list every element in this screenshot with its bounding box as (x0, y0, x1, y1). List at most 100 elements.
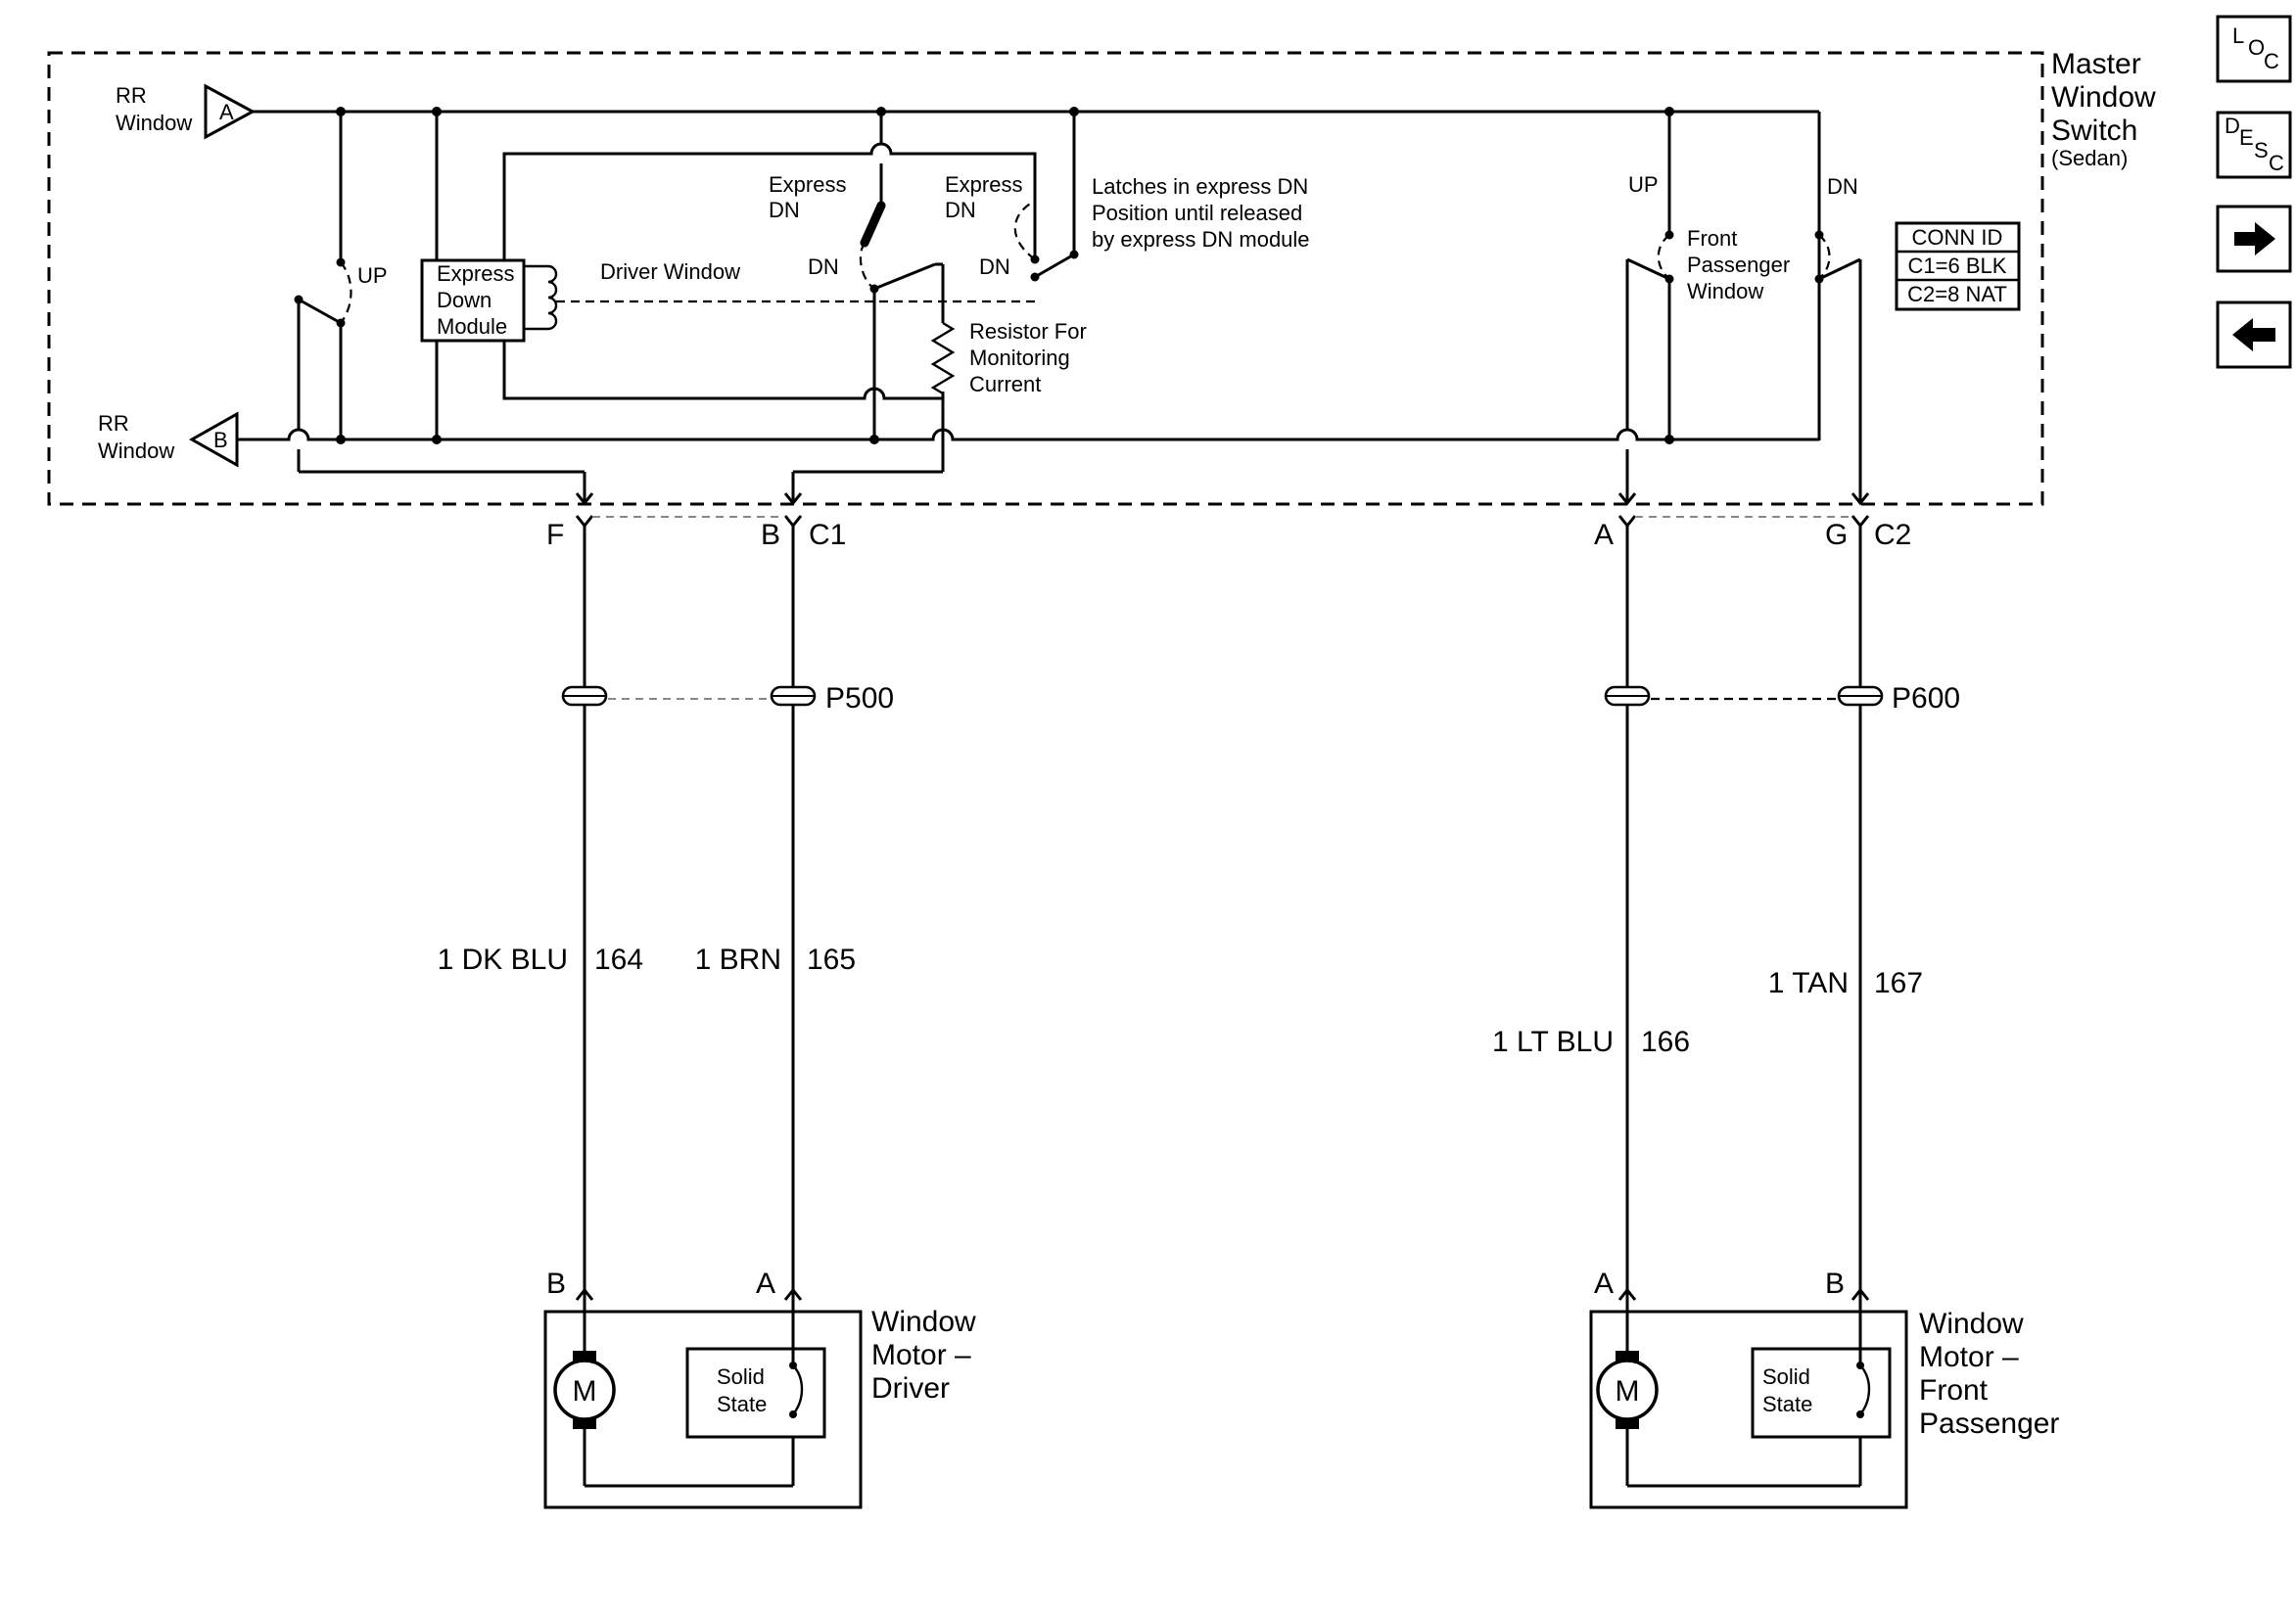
svg-text:RR: RR (116, 83, 147, 108)
svg-text:Motor –: Motor – (871, 1339, 971, 1371)
svg-text:Front: Front (1919, 1374, 1989, 1407)
rr-window-input-b: B RR Window (98, 411, 239, 468)
master-title-line3: Switch (2051, 115, 2137, 147)
svg-text:O: O (2248, 35, 2265, 60)
front-passenger-switch: UP DN Front Passenger Window (1617, 112, 1870, 506)
svg-text:DN: DN (1827, 174, 1858, 199)
connector-c2: A G C2 (1594, 515, 1911, 551)
svg-text:Motor –: Motor – (1919, 1341, 2019, 1373)
svg-text:RR: RR (98, 411, 129, 436)
svg-text:State: State (717, 1392, 767, 1416)
conn-id-table: CONN ID C1=6 BLK C2=8 NAT (1895, 221, 2021, 311)
svg-text:Solid: Solid (1762, 1364, 1810, 1389)
svg-text:M: M (1616, 1375, 1640, 1408)
svg-text:Position until released: Position until released (1092, 201, 1302, 225)
svg-text:Latches in express DN: Latches in express DN (1092, 174, 1308, 199)
prev-page-button[interactable] (2216, 300, 2292, 369)
wire-166-color: 1 LT BLU (1492, 1026, 1614, 1058)
master-subtitle: (Sedan) (2051, 146, 2128, 170)
svg-text:State: State (1762, 1392, 1812, 1416)
svg-text:UP: UP (1628, 172, 1659, 197)
master-title-line1: Master (2051, 48, 2141, 80)
svg-text:Down: Down (437, 288, 492, 312)
wire-166-circuit: 166 (1641, 1026, 1690, 1058)
svg-text:Passenger: Passenger (1687, 253, 1790, 277)
module-bottom-wire (502, 341, 945, 400)
svg-text:B: B (761, 519, 780, 551)
svg-text:Module: Module (437, 314, 507, 339)
svg-text:DN: DN (945, 198, 976, 222)
express-dn-switch-a: Express DN DN (769, 112, 956, 472)
wire-164-circuit: 164 (594, 944, 643, 976)
svg-text:Window: Window (1919, 1308, 2024, 1340)
svg-text:Window: Window (98, 439, 174, 463)
svg-text:L: L (2232, 23, 2244, 48)
wire-165-circuit: 165 (807, 944, 856, 976)
inline-connector-p600: P600 (1604, 682, 1960, 715)
svg-text:Window: Window (116, 111, 192, 135)
loc-button[interactable]: L O C (2216, 15, 2292, 83)
svg-text:Front: Front (1687, 226, 1737, 251)
conn-id-c2: C2=8 NAT (1907, 282, 2007, 306)
latch-note: Latches in express DN Position until rel… (1092, 174, 1310, 252)
harness-wires (583, 526, 1862, 1302)
express-down-module: Express Down Module (420, 258, 558, 343)
svg-text:Driver: Driver (871, 1372, 950, 1405)
desc-button[interactable]: D E S C (2216, 111, 2292, 179)
svg-text:F: F (546, 519, 564, 551)
svg-text:C1: C1 (809, 519, 846, 551)
next-page-button[interactable] (2216, 205, 2292, 273)
svg-text:Window: Window (871, 1306, 976, 1338)
motor-m-symbol: M (573, 1375, 597, 1408)
inline-connector-p500: P500 (561, 682, 894, 715)
svg-text:B: B (213, 428, 228, 452)
resistor-label: Resistor For Monitoring Current (969, 319, 1087, 396)
rr-window-input-a: A RR Window (116, 83, 257, 140)
svg-text:C: C (2264, 49, 2279, 73)
svg-text:Express: Express (437, 261, 514, 286)
svg-text:P500: P500 (825, 682, 894, 715)
svg-text:DN: DN (769, 198, 800, 222)
conn-id-c1: C1=6 BLK (1908, 254, 2007, 278)
master-switch-enclosure (47, 51, 2044, 506)
svg-text:Window: Window (1687, 279, 1763, 303)
svg-text:DN: DN (979, 254, 1010, 279)
svg-text:Express: Express (945, 172, 1022, 197)
svg-text:B: B (1825, 1268, 1845, 1300)
conn-id-title: CONN ID (1912, 225, 2003, 250)
svg-text:Express: Express (769, 172, 846, 197)
window-motor-front-passenger: A B M Solid State Window Motor – Front P… (1589, 1268, 2059, 1509)
svg-text:G: G (1825, 519, 1848, 551)
arrow-right-icon (2234, 222, 2275, 255)
svg-text:E: E (2239, 125, 2254, 150)
svg-text:A: A (1594, 519, 1614, 551)
driver-window-label: Driver Window (600, 259, 740, 284)
svg-text:S: S (2254, 138, 2269, 162)
svg-text:A: A (1594, 1268, 1614, 1300)
svg-text:B: B (546, 1268, 566, 1300)
svg-text:A: A (219, 100, 234, 124)
svg-text:Resistor For: Resistor For (969, 319, 1087, 344)
wire-167-color: 1 TAN (1768, 967, 1849, 999)
wire-167-circuit: 167 (1874, 967, 1923, 999)
svg-text:DN: DN (808, 254, 839, 279)
arrow-left-icon (2232, 318, 2275, 351)
rr-up-switch: UP (294, 112, 594, 506)
svg-text:Solid: Solid (717, 1364, 765, 1389)
svg-text:UP: UP (357, 263, 388, 288)
svg-text:Monitoring: Monitoring (969, 346, 1070, 370)
window-motor-driver: B A M Solid State Window Motor – Driver (543, 1268, 976, 1509)
svg-text:C2: C2 (1874, 519, 1911, 551)
svg-text:Current: Current (969, 372, 1041, 396)
connector-c1: F B C1 (546, 515, 846, 551)
wire-165-color: 1 BRN (695, 944, 781, 976)
svg-text:D: D (2225, 114, 2240, 138)
master-title-line2: Window (2051, 81, 2156, 114)
wire-164-color: 1 DK BLU (438, 944, 568, 976)
svg-text:C: C (2269, 151, 2284, 175)
svg-text:A: A (756, 1268, 775, 1300)
express-dn-switch-b: Express DN DN (945, 112, 1079, 282)
svg-text:Passenger: Passenger (1919, 1408, 2059, 1440)
svg-text:by express DN module: by express DN module (1092, 227, 1310, 252)
